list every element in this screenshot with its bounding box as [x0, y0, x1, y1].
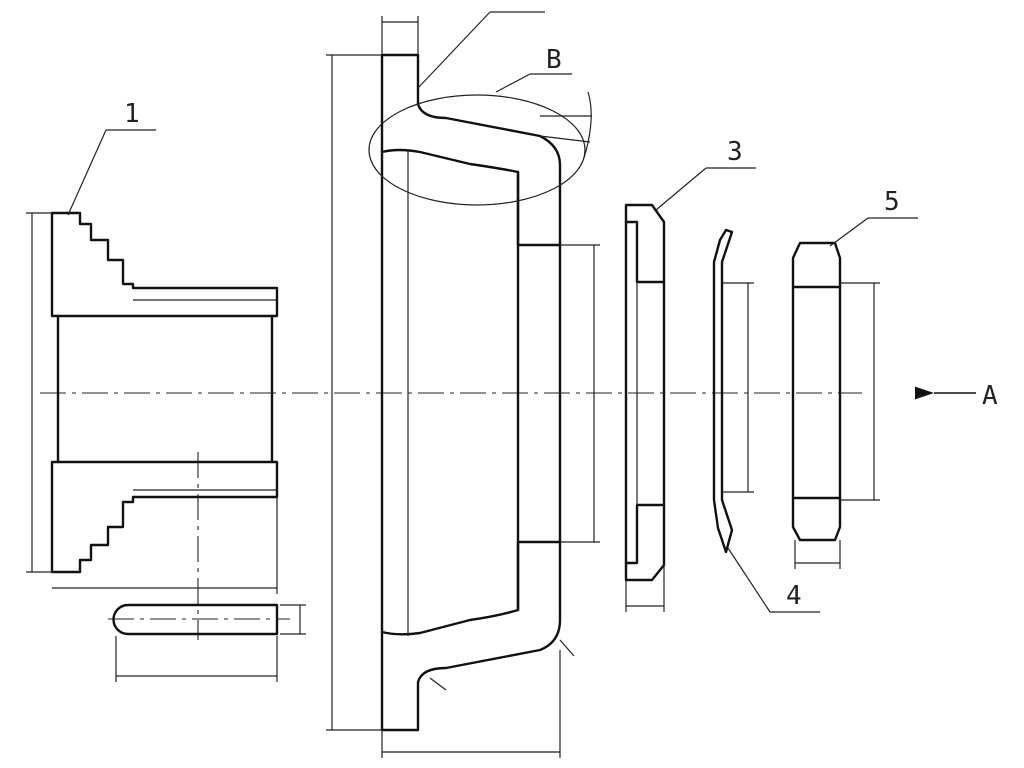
pin: [108, 603, 306, 682]
part-4-washer: 4: [712, 228, 820, 613]
detail-b-leader: [495, 73, 531, 93]
angle-arc: [583, 91, 592, 159]
part-3-ring: 3: [624, 137, 756, 612]
ring-lower-section: [624, 503, 666, 582]
part-1-leader: [67, 129, 107, 216]
housing-leader: [417, 11, 491, 89]
part-3-label: 3: [727, 137, 743, 167]
housing-leader: [559, 639, 575, 657]
part-4-label: 4: [786, 581, 802, 611]
washer-body: [712, 228, 734, 554]
bushing-lower-section: [50, 460, 279, 574]
ring-upper-section: [624, 203, 666, 284]
pin-outline: [112, 603, 279, 636]
nut-leader: [829, 217, 869, 247]
bushing-upper-section: [50, 211, 279, 318]
housing: [326, 11, 600, 758]
part-5-nut: 5: [791, 187, 918, 569]
housing-upper-section: [380, 53, 562, 247]
ring-leader: [655, 167, 707, 211]
housing-lower-section: [380, 540, 562, 732]
detail-b-ellipse: [368, 94, 586, 206]
part-1-callout: 1: [67, 99, 156, 216]
housing-leader: [429, 677, 447, 691]
nut-lower-section: [791, 496, 842, 542]
part-5-label: 5: [884, 187, 900, 217]
washer-leader: [727, 547, 771, 613]
bushing-bore: [56, 314, 274, 464]
detail-b: B: [368, 45, 592, 206]
view-a-indicator: A: [914, 381, 998, 411]
detail-b-label: B: [546, 45, 562, 75]
part-1-label: 1: [124, 99, 140, 129]
angle-line: [539, 135, 591, 143]
nut-upper-section: [791, 241, 842, 289]
view-a-label: A: [982, 381, 998, 411]
part-1-bushing: [26, 211, 279, 640]
